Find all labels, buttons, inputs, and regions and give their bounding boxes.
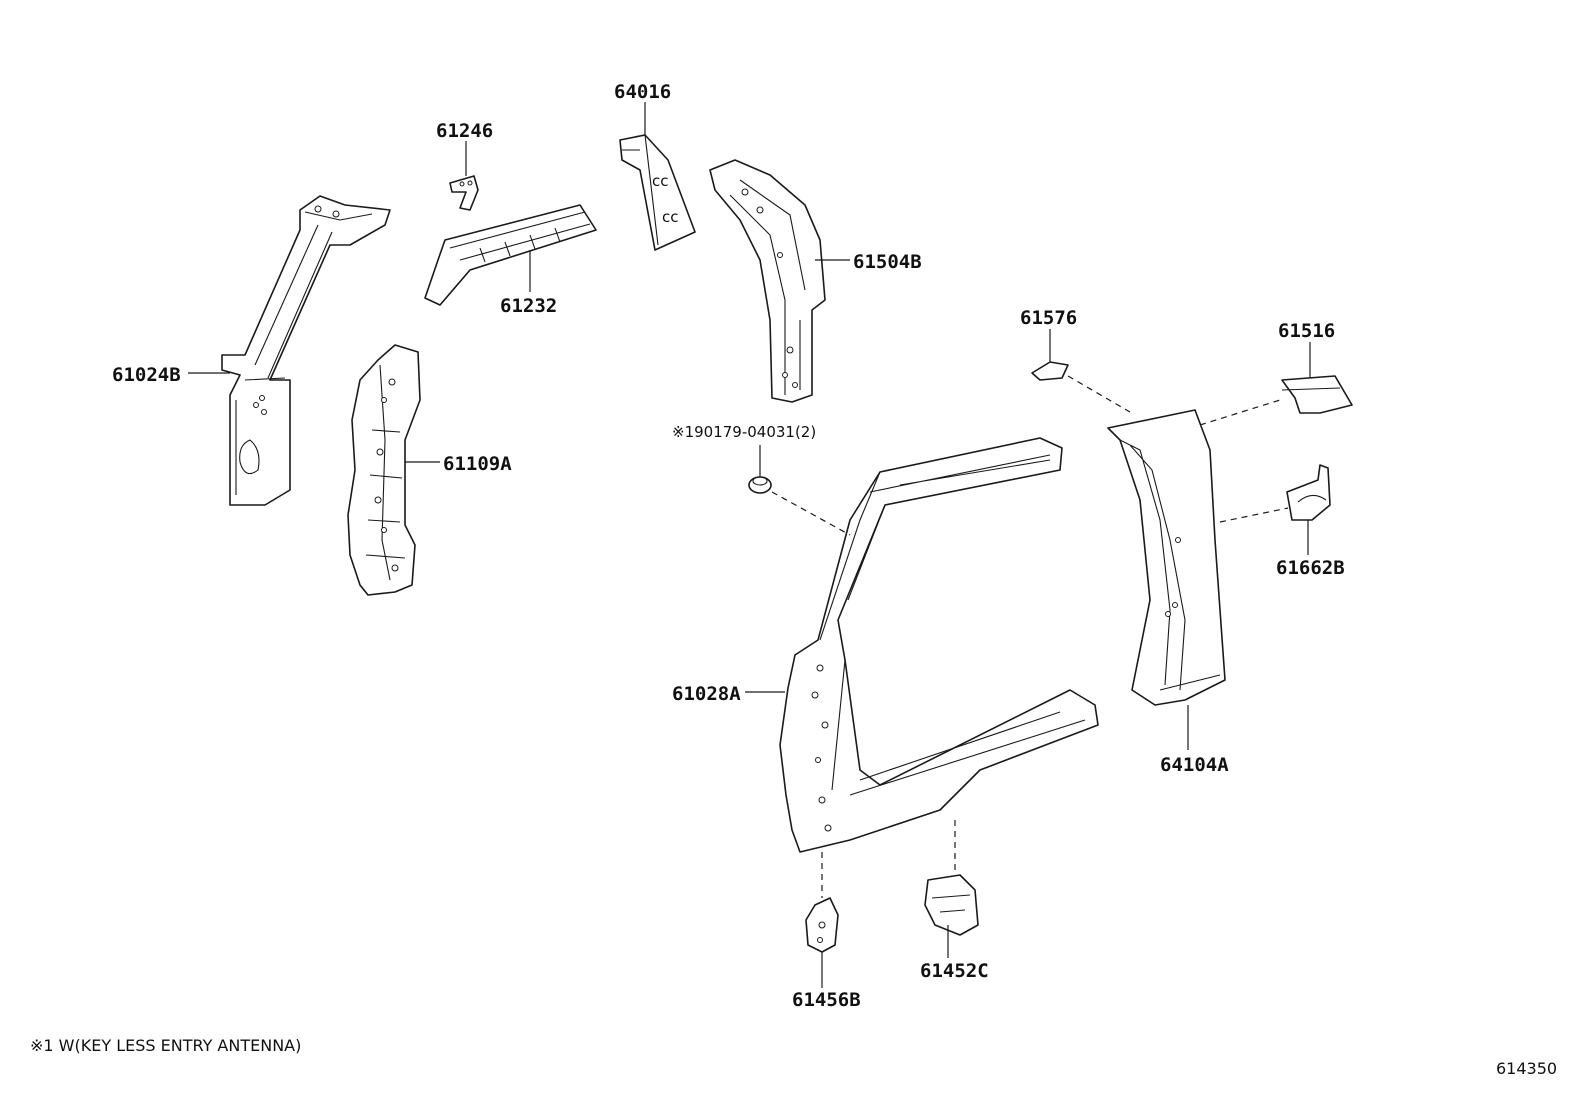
part-90179-grommet [748,476,772,494]
part-61024b [221,195,391,506]
part-61246 [449,175,479,211]
label-64016: 64016 [614,81,671,103]
part-64016: cc cc [619,134,696,251]
svg-text:cc: cc [652,172,669,190]
part-61028a [779,437,1099,853]
part-61576 [1031,361,1069,381]
label-61024b: 61024B [112,364,181,386]
part-61516 [1281,375,1353,414]
part-61504b [709,159,826,403]
assembly-lines [771,375,1289,898]
label-61246: 61246 [436,120,493,142]
part-61662b [1286,464,1331,521]
label-61109a: 61109A [443,453,512,475]
label-61028a: 61028A [672,683,741,705]
leader-lines [188,102,1311,988]
svg-text:cc: cc [662,208,679,226]
part-64104a [1107,409,1226,706]
label-61662b: 61662B [1276,557,1345,579]
label-61456b: 61456B [792,989,861,1011]
label-64104a: 64104A [1160,754,1229,776]
part-labels: 64016 61246 61232 61504B 61024B 61109A 6… [112,81,1345,1011]
label-61576: 61576 [1020,307,1077,329]
label-61452c: 61452C [920,960,989,982]
label-61516: 61516 [1278,320,1335,342]
footnote: ※1 W(KEY LESS ENTRY ANTENNA) [30,1036,301,1055]
part-61109a [347,344,421,596]
label-61504b: 61504B [853,251,922,273]
part-61232 [424,204,597,306]
label-90179: ※190179-04031(2) [672,423,816,441]
diagram-code: 614350 [1496,1059,1557,1078]
part-61456b [805,897,839,953]
label-61232: 61232 [500,295,557,317]
part-61452c [924,874,979,936]
